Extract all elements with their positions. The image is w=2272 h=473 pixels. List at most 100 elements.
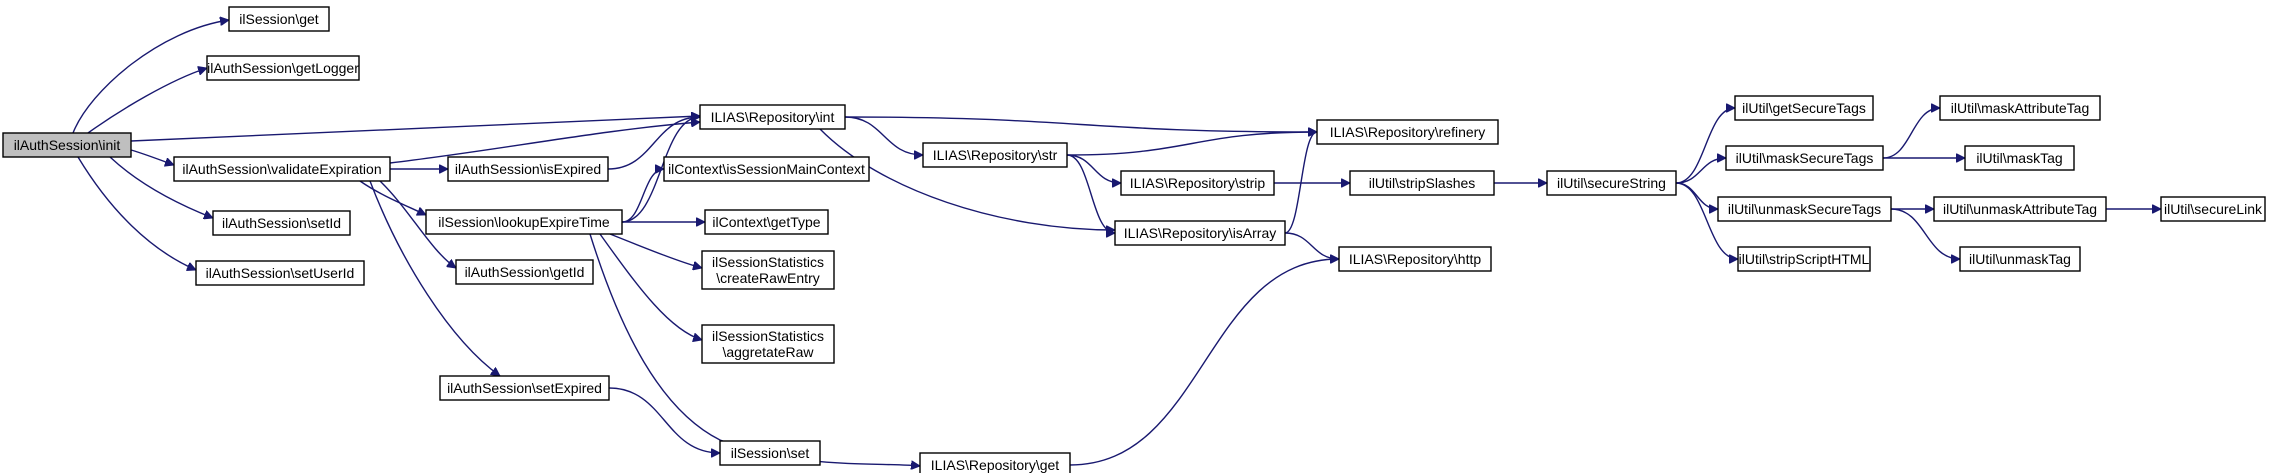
node-ilauthsession-validateexpiration[interactable]: ilAuthSession\validateExpiration <box>173 156 391 182</box>
node-label: ilAuthSession\getLogger <box>207 60 359 76</box>
node-label: ilUtil\stripScriptHTML <box>1739 251 1870 267</box>
node-label: ilSessionStatistics\createRawEntry <box>712 254 824 286</box>
edge-ilsession-lookupexpiretime-to-ilsessionstatistics-createrawentry <box>609 233 702 268</box>
node-ilias-repository-get[interactable]: ILIAS\Repository\get <box>919 452 1071 473</box>
edge-ilauthsession-init-to-ilauthsession-validateexpiration <box>130 149 174 165</box>
edge-ilutil-masksecuretags-to-ilutil-maskattributetag <box>1882 108 1941 159</box>
node-label: ilUtil\unmaskAttributeTag <box>1943 201 2097 217</box>
edge-ilauthsession-validateexpiration-to-ilias-repository-int <box>389 122 700 164</box>
node-label: ILIAS\Repository\isArray <box>1124 225 1277 241</box>
node-label: ilAuthSession\validateExpiration <box>182 161 381 177</box>
edge-ilauthsession-init-to-ilauthsession-setid <box>109 156 213 218</box>
edge-ilsession-lookupexpiretime-to-ilias-repository-get <box>589 233 920 466</box>
node-ilutil-unmasktag[interactable]: ilUtil\unmaskTag <box>1959 246 2081 272</box>
node-label: ilUtil\maskAttributeTag <box>1951 100 2090 116</box>
node-label: ilUtil\secureString <box>1557 175 1666 191</box>
node-ilutil-maskattributetag[interactable]: ilUtil\maskAttributeTag <box>1939 95 2101 121</box>
edge-ilias-repository-str-to-ilias-repository-strip <box>1066 154 1121 183</box>
edge-ilias-repository-isarray-to-ilias-repository-refinery <box>1284 132 1318 234</box>
node-ilsessionstatistics-createrawentry[interactable]: ilSessionStatistics\createRawEntry <box>701 250 835 290</box>
node-label: ilAuthSession\isExpired <box>455 161 601 177</box>
node-label: ilUtil\maskSecureTags <box>1736 150 1874 166</box>
node-ilias-repository-isarray[interactable]: ILIAS\Repository\isArray <box>1114 220 1286 246</box>
node-ilutil-getsecuretags[interactable]: ilUtil\getSecureTags <box>1734 95 1874 121</box>
node-ilauthsession-getlogger[interactable]: ilAuthSession\getLogger <box>206 55 360 81</box>
edge-ilias-repository-int-to-ilias-repository-isarray <box>819 128 1115 230</box>
node-label: ILIAS\Repository\int <box>711 109 835 125</box>
edge-ilutil-securestring-to-ilutil-masksecuretags <box>1675 158 1727 184</box>
node-ilsession-set[interactable]: ilSession\set <box>719 440 821 466</box>
node-ilias-repository-refinery[interactable]: ILIAS\Repository\refinery <box>1316 119 1499 145</box>
edge-ilias-repository-get-to-ilias-repository-http <box>1069 259 1339 466</box>
node-ilauthsession-setid[interactable]: ilAuthSession\setId <box>212 210 351 236</box>
edge-ilauthsession-init-to-ilias-repository-int <box>130 116 700 142</box>
edge-ilias-repository-int-to-ilias-repository-str <box>844 116 923 155</box>
node-label: ilAuthSession\getId <box>465 264 585 280</box>
node-ilutil-securestring[interactable]: ilUtil\secureString <box>1546 170 1677 196</box>
edge-ilauthsession-validateexpiration-to-ilauthsession-setexpired <box>369 180 500 376</box>
edge-ilauthsession-validateexpiration-to-ilsession-lookupexpiretime <box>359 180 426 215</box>
node-label: ilUtil\unmaskSecureTags <box>1728 201 1881 217</box>
node-label: ilAuthSession\init <box>14 137 121 153</box>
node-layer: ilAuthSession\init ilSession\get ilAuthSes… <box>2 6 2266 473</box>
edge-ilutil-securestring-to-ilutil-getsecuretags <box>1675 108 1736 184</box>
node-label: ILIAS\Repository\refinery <box>1330 124 1486 140</box>
node-ilsession-lookupexpiretime[interactable]: ilSession\lookupExpireTime <box>425 209 623 235</box>
node-ilutil-stripscripthtml[interactable]: ilUtil\stripScriptHTML <box>1737 246 1871 272</box>
node-ilcontext-issessionmaincontext[interactable]: ilContext\isSessionMainContext <box>663 156 870 182</box>
node-label: ilUtil\secureLink <box>2164 201 2263 217</box>
node-label: ilSession\get <box>239 11 318 27</box>
edge-ilauthsession-validateexpiration-to-ilauthsession-getid <box>379 180 456 269</box>
node-ilutil-securelink[interactable]: ilUtil\secureLink <box>2160 196 2266 222</box>
node-label: ilUtil\maskTag <box>1976 150 2062 166</box>
node-label: ilAuthSession\setId <box>222 215 341 231</box>
node-ilcontext-gettype[interactable]: ilContext\getType <box>704 209 829 235</box>
node-ilauthsession-isexpired[interactable]: ilAuthSession\isExpired <box>447 156 609 182</box>
node-label: ilUtil\unmaskTag <box>1969 251 2071 267</box>
node-ilauthsession-getid[interactable]: ilAuthSession\getId <box>455 259 594 285</box>
edge-ilauthsession-setexpired-to-ilsession-set <box>608 387 720 453</box>
node-ilutil-masktag[interactable]: ilUtil\maskTag <box>1964 145 2075 171</box>
node-ilias-repository-http[interactable]: ILIAS\Repository\http <box>1338 246 1492 272</box>
node-ilutil-masksecuretags[interactable]: ilUtil\maskSecureTags <box>1725 145 1884 171</box>
node-label: ilSession\lookupExpireTime <box>438 214 610 230</box>
edge-ilauthsession-isexpired-to-ilias-repository-int <box>607 117 700 170</box>
edge-layer <box>72 20 2161 466</box>
edge-ilutil-securestring-to-ilutil-stripscripthtml <box>1675 182 1739 259</box>
node-ilauthsession-init[interactable]: ilAuthSession\init <box>2 132 132 158</box>
node-label: ilContext\getType <box>712 214 820 230</box>
edge-ilsession-lookupexpiretime-to-ilsessionstatistics-aggretateraw <box>599 233 702 340</box>
node-ilsessionstatistics-aggretateraw[interactable]: ilSessionStatistics\aggretateRaw <box>701 324 835 364</box>
edge-ilias-repository-isarray-to-ilias-repository-http <box>1284 232 1339 259</box>
node-ilias-repository-str[interactable]: ILIAS\Repository\str <box>922 142 1068 168</box>
node-label: ilUtil\stripSlashes <box>1369 175 1476 191</box>
node-ilutil-stripslashes[interactable]: ilUtil\stripSlashes <box>1349 170 1495 196</box>
node-label: ilAuthSession\setExpired <box>447 380 602 396</box>
node-label: ilContext\isSessionMainContext <box>668 161 865 177</box>
edge-ilias-repository-int-to-ilias-repository-refinery <box>844 116 1317 132</box>
edge-ilutil-unmasksecuretags-to-ilutil-unmasktag <box>1890 208 1960 259</box>
node-ilauthsession-setuserid[interactable]: ilAuthSession\setUserId <box>195 260 365 286</box>
edge-ilias-repository-str-to-ilias-repository-refinery <box>1066 132 1317 156</box>
node-label: ilSession\set <box>731 445 810 461</box>
node-ilias-repository-int[interactable]: ILIAS\Repository\int <box>699 104 846 130</box>
node-ilias-repository-strip[interactable]: ILIAS\Repository\strip <box>1120 170 1275 196</box>
node-label: ilUtil\getSecureTags <box>1742 100 1866 116</box>
node-label: ILIAS\Repository\http <box>1349 251 1482 267</box>
node-ilsession-get[interactable]: ilSession\get <box>228 6 330 32</box>
node-label: ilAuthSession\setUserId <box>206 265 355 281</box>
node-ilutil-unmaskattributetag[interactable]: ilUtil\unmaskAttributeTag <box>1933 196 2107 222</box>
node-label: ILIAS\Repository\get <box>931 457 1060 473</box>
edge-ilutil-securestring-to-ilutil-unmasksecuretags <box>1675 182 1719 209</box>
edge-ilsession-lookupexpiretime-to-ilcontext-issessionmaincontext <box>621 169 665 223</box>
node-label: ILIAS\Repository\str <box>933 147 1058 163</box>
node-ilutil-unmasksecuretags[interactable]: ilUtil\unmaskSecureTags <box>1717 196 1892 222</box>
node-label: ILIAS\Repository\strip <box>1130 175 1266 191</box>
edge-ilauthsession-init-to-ilauthsession-getlogger <box>87 68 207 134</box>
edge-ilauthsession-init-to-ilauthsession-setuserid <box>77 156 196 270</box>
edge-ilias-repository-str-to-ilias-repository-isarray <box>1066 154 1116 233</box>
edge-ilauthsession-init-to-ilsession-get <box>72 20 229 134</box>
node-label: ilSessionStatistics\aggretateRaw <box>712 328 824 360</box>
node-ilauthsession-setexpired[interactable]: ilAuthSession\setExpired <box>439 375 610 401</box>
